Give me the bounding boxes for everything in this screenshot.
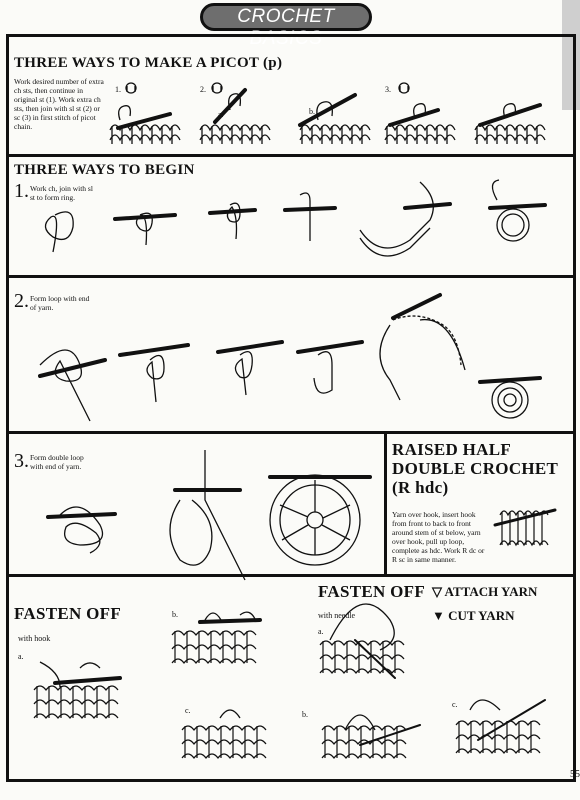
picot-label-3: 3.	[385, 85, 391, 94]
raised-text: Yarn over hook, insert hook from front t…	[392, 510, 485, 564]
attach-yarn-label: ATTACH YARN	[444, 584, 538, 599]
fasten-hook-label-b: b.	[172, 610, 178, 619]
cut-yarn-icon: ▼	[432, 608, 445, 623]
fasten-needle-label-a: a.	[318, 627, 324, 636]
divider-2	[6, 275, 576, 278]
begin-step1-number: 1.	[14, 180, 29, 202]
picot-label-2: 2.	[200, 85, 206, 94]
legend-attach: ▽ ATTACH YARN	[432, 584, 537, 600]
begin-step2-text: Form loop with end of yarn.	[30, 294, 90, 312]
divider-1	[6, 154, 576, 157]
begin-title: THREE WAYS TO BEGIN	[14, 162, 195, 178]
page-frame	[6, 34, 576, 782]
banner-title: CROCHET BASICS	[237, 6, 335, 49]
page-number: 55	[570, 769, 580, 780]
section-banner: CROCHET BASICS	[200, 3, 372, 49]
fasten-hook-label-a: a.	[18, 652, 24, 661]
divider-raised	[384, 431, 387, 576]
fasten-needle-label-b: b.	[302, 710, 308, 719]
fasten-hook-title: FASTEN OFF	[14, 604, 122, 623]
picot-label-b: b.	[309, 107, 315, 116]
raised-title: RAISED HALF DOUBLE CROCHET (R hdc)	[392, 440, 558, 497]
fasten-needle-label-c: c.	[452, 700, 458, 709]
attach-yarn-icon: ▽	[432, 584, 442, 599]
divider-3	[6, 431, 576, 434]
picot-title: THREE WAYS TO MAKE A PICOT (p)	[14, 55, 283, 71]
divider-4	[6, 574, 576, 577]
legend-cut: ▼ CUT YARN	[432, 608, 514, 624]
fasten-hook-sub: with hook	[18, 634, 51, 643]
begin-step2-number: 2.	[14, 290, 29, 312]
fasten-needle-title: FASTEN OFF	[318, 582, 426, 601]
fasten-hook-label-c: c.	[185, 706, 191, 715]
cut-yarn-label: CUT YARN	[448, 608, 515, 623]
picot-label-1: 1.	[115, 85, 121, 94]
begin-step3-text: Form double loop with end of yarn.	[30, 453, 84, 471]
begin-step1-text: Work ch, join with sl st to form ring.	[30, 184, 93, 202]
begin-step3-number: 3.	[14, 450, 29, 472]
picot-instructions: Work desired number of extra ch sts, the…	[14, 77, 104, 131]
fasten-needle-sub: with needle	[318, 611, 356, 620]
